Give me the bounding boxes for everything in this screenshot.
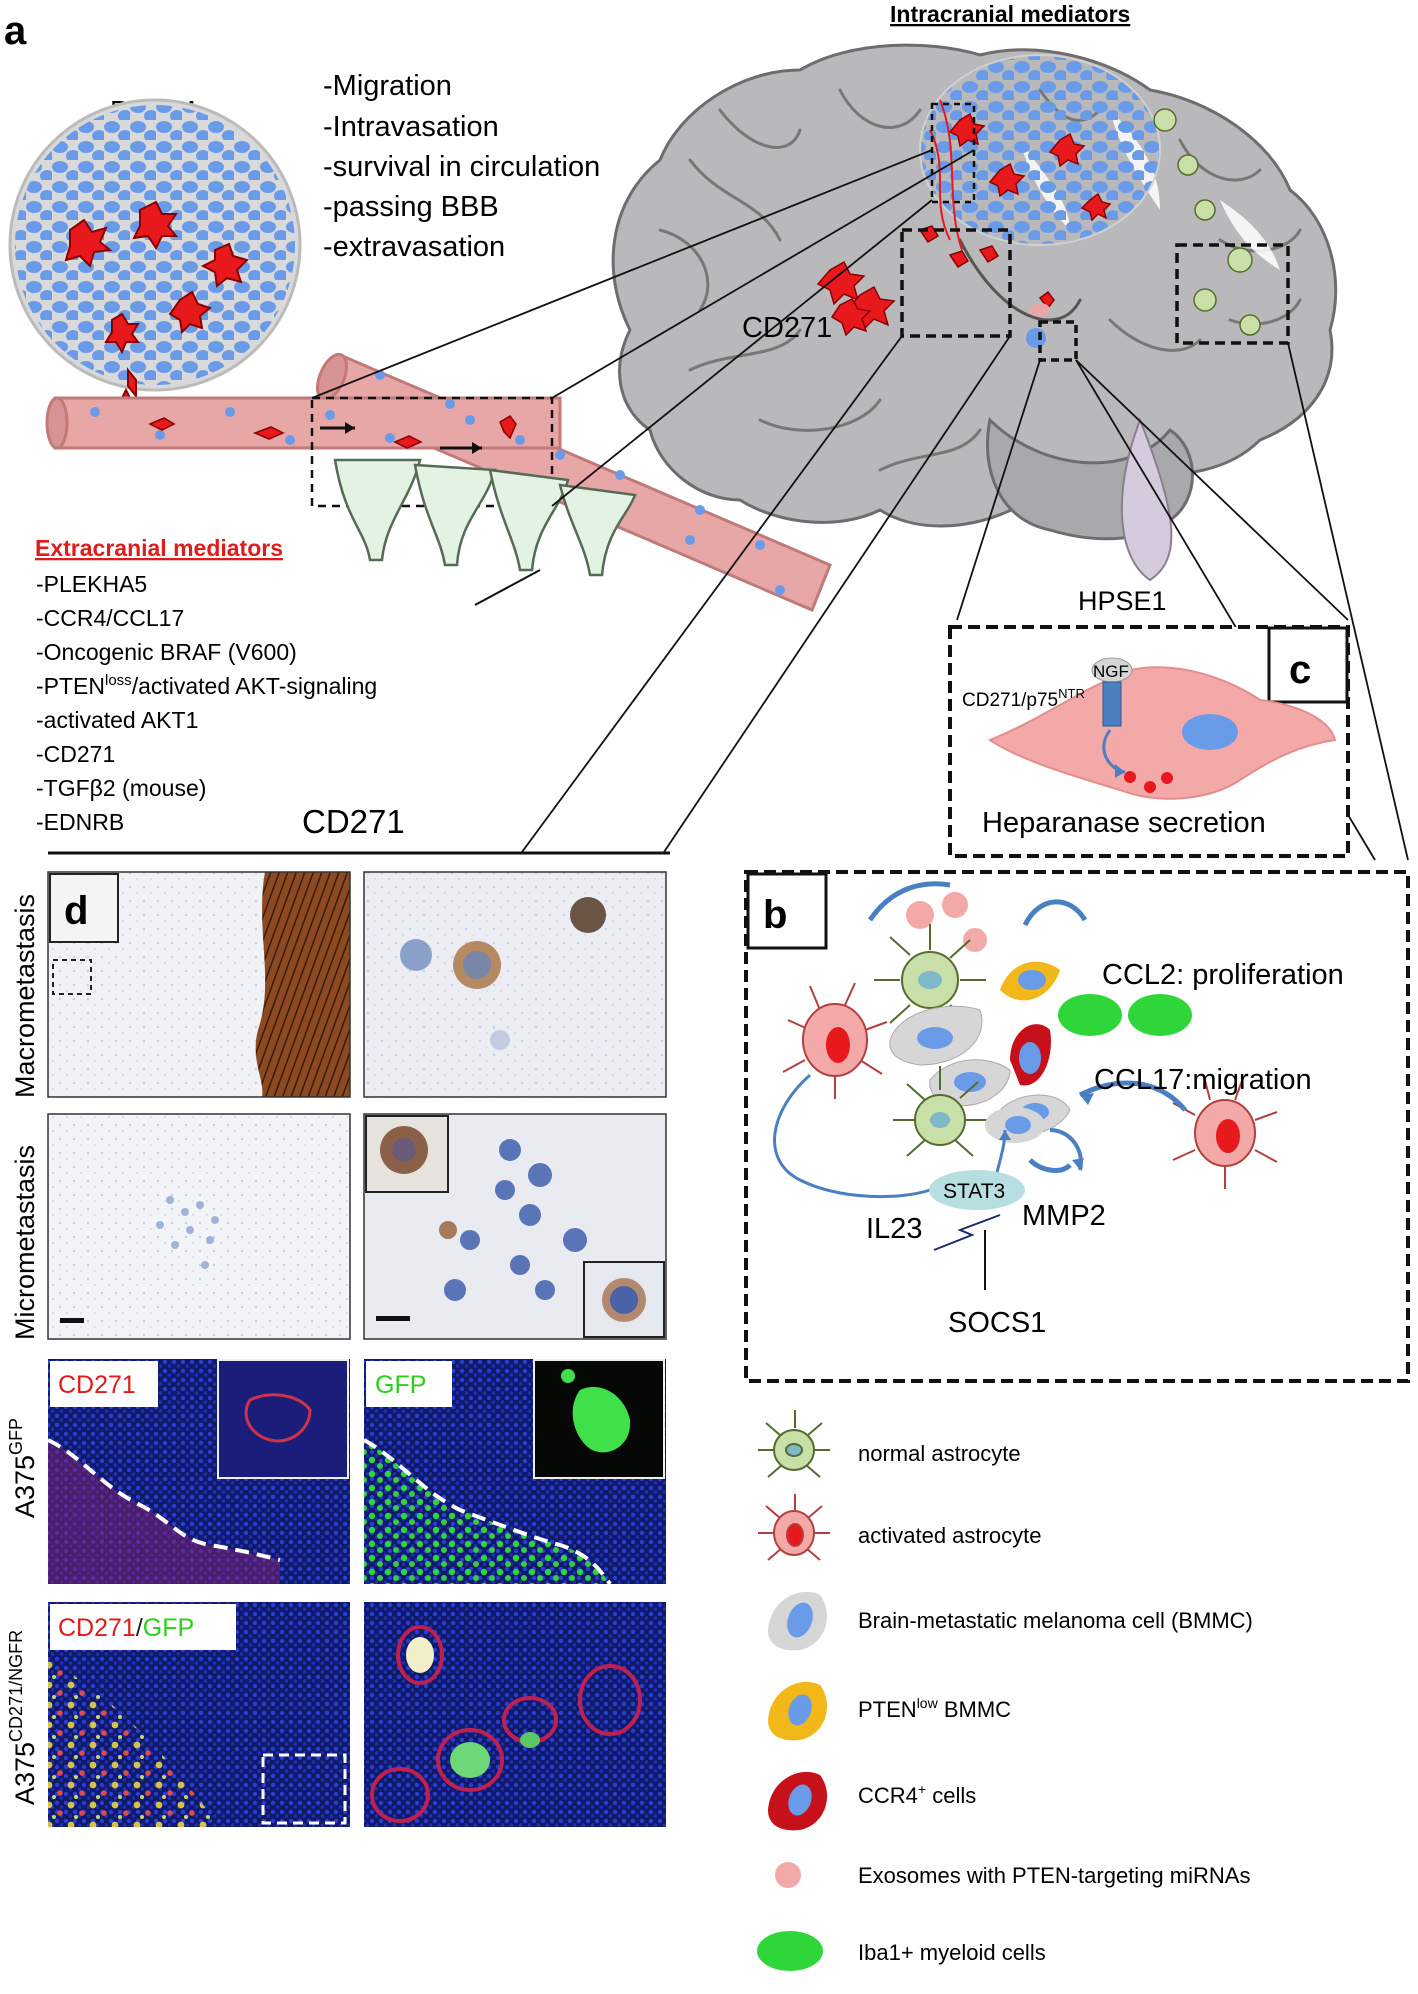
step-extravasation: -extravasation: [323, 231, 505, 263]
macro-image-right: [363, 871, 667, 1098]
ngf-label: NGF: [1093, 662, 1129, 681]
extracranial-item: -PLEKHA5: [36, 571, 147, 597]
a375ngfr-merge-image: [48, 1602, 350, 1827]
legend-label: CCR4+ cells: [858, 1781, 976, 1808]
panel-label-d: d: [64, 889, 88, 933]
panel-b-box: [744, 870, 1410, 1383]
bmmc-icon: [768, 1591, 828, 1651]
extracranial-item: -CCR4/CCL17: [36, 605, 184, 631]
exosome-icon: [775, 1862, 801, 1888]
row-label-a375gfp: A375GFP: [6, 1418, 40, 1518]
extracranial-item: -CD271: [36, 741, 115, 767]
primary-tumor-illustration: [8, 98, 302, 414]
step-survival: -survival in circulation: [323, 151, 600, 183]
extracranial-list: -PLEKHA5 -CCR4/CCL17 -Oncogenic BRAF (V6…: [36, 571, 377, 835]
extracranial-item: -EDNRB: [36, 809, 124, 835]
panel-label-a: a: [4, 9, 27, 53]
legend: normal astrocyte activated astrocyte Bra…: [757, 1410, 1253, 1971]
legend-label: activated astrocyte: [858, 1523, 1041, 1548]
tag-cd271-gfp: CD271/GFP: [58, 1614, 194, 1642]
micro-image-left: [47, 1113, 351, 1340]
metastasis-steps: -Migration -Intravasation -survival in c…: [323, 70, 600, 263]
step-intravasation: -Intravasation: [323, 111, 499, 143]
tag-cd271: CD271: [58, 1371, 136, 1399]
activated-astrocyte-icon: [758, 1494, 830, 1561]
pten-low-bmmc-icon: [768, 1681, 828, 1741]
hpse1-title: HPSE1: [1078, 586, 1167, 616]
ccl2-label: CCL2: proliferation: [1102, 959, 1344, 991]
extracranial-item: -PTENloss/activated AKT-signaling: [36, 672, 377, 699]
ccl17-label: CCL17:migration: [1094, 1064, 1312, 1096]
mmp2-label: MMP2: [1022, 1200, 1106, 1232]
socs1-label: SOCS1: [948, 1307, 1046, 1339]
extracranial-item: -Oncogenic BRAF (V600): [36, 639, 297, 665]
brain-illustration: [611, 43, 1338, 582]
legend-label: Iba1+ myeloid cells: [858, 1940, 1046, 1965]
a375gfp-cd271-image: [47, 1359, 350, 1584]
blood-vessels-illustration: [45, 352, 832, 612]
extracranial-title: Extracranial mediators: [35, 535, 283, 561]
tag-gfp: GFP: [375, 1371, 426, 1399]
il23-label: IL23: [866, 1213, 922, 1245]
macro-image-left: [47, 871, 351, 1098]
myeloid-cell-icon: [757, 1931, 823, 1971]
a375ngfr-zoom-image: [364, 1602, 666, 1827]
extracranial-item: -TGFβ2 (mouse): [36, 775, 206, 801]
legend-label: PTENlow BMMC: [858, 1695, 1011, 1722]
receptor-label: CD271/p75NTR: [962, 686, 1085, 711]
row-label-micro: Micrometastasis: [10, 1145, 40, 1340]
row-label-a375ngfr: A375CD271/NGFR: [6, 1630, 40, 1805]
cd271-cluster: [816, 260, 896, 337]
extracranial-item: -activated AKT1: [36, 707, 198, 733]
panel-b-mechanism-illustration: [773, 881, 1278, 1290]
stat3-label: STAT3: [943, 1180, 1005, 1203]
panel-label-c: c: [1289, 648, 1311, 692]
step-migration: -Migration: [323, 70, 452, 102]
ccr4-cell-icon: [768, 1771, 828, 1831]
panel-d-header: CD271: [302, 803, 405, 840]
micro-image-right: [363, 1113, 667, 1340]
normal-astrocyte-icon: [758, 1410, 830, 1478]
legend-label: Exosomes with PTEN-targeting miRNAs: [858, 1863, 1250, 1888]
legend-label: normal astrocyte: [858, 1441, 1021, 1466]
step-passing-bbb: -passing BBB: [323, 191, 499, 223]
row-label-macro: Macrometastasis: [10, 894, 40, 1098]
a375gfp-gfp-image: [363, 1359, 666, 1586]
panel-label-b: b: [763, 893, 787, 937]
panel-c-cell-illustration: [987, 657, 1337, 800]
legend-label: Brain-metastatic melanoma cell (BMMC): [858, 1608, 1253, 1633]
heparanase-label: Heparanase secretion: [982, 807, 1266, 839]
intracranial-title: Intracranial mediators: [890, 1, 1130, 27]
